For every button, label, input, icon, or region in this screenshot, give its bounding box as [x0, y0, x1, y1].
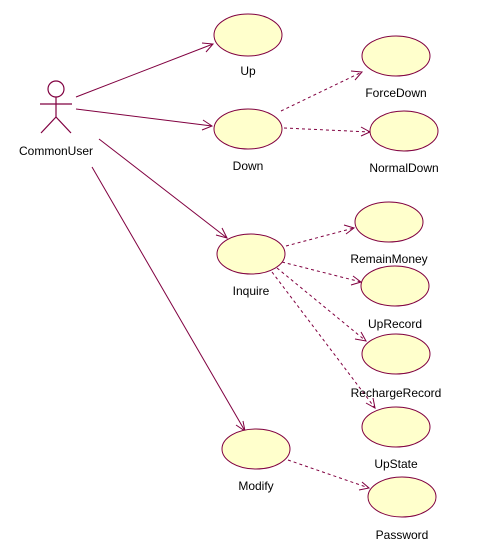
use-case-label: UpRecord [368, 317, 422, 331]
associations [75, 42, 246, 433]
dependencies [271, 70, 376, 491]
use-case-label: Down [233, 159, 264, 173]
use-case-label: Modify [238, 479, 273, 493]
use-case-recharge-record[interactable]: RechargeRecord [351, 333, 442, 400]
use-case-up-state[interactable]: UpState [361, 406, 431, 471]
dependency-up-record [281, 261, 363, 286]
use-case-ellipse [216, 233, 286, 275]
association-inquire [98, 138, 228, 239]
use-case-label: Password [376, 528, 429, 542]
use-case-ellipse [213, 13, 283, 57]
use-case-ellipse [213, 108, 283, 150]
dependency-normal-down [283, 126, 372, 137]
use-case-label: NormalDown [369, 161, 438, 175]
use-case-up[interactable]: Up [213, 13, 283, 78]
actor-right-leg [55, 116, 72, 134]
association-up [75, 42, 215, 98]
actor-left-leg [40, 116, 57, 134]
association-down [75, 108, 214, 131]
use-case-label: Inquire [233, 284, 270, 298]
use-case-force-down[interactable]: ForceDown [361, 35, 431, 100]
use-case-modify[interactable]: Modify [221, 428, 291, 493]
use-case-normal-down[interactable]: NormalDown [369, 110, 439, 175]
actor-common-user[interactable]: CommonUser [19, 80, 93, 158]
actor-label: CommonUser [19, 144, 93, 158]
use-case-ellipse [361, 406, 431, 448]
use-case-up-record[interactable]: UpRecord [360, 265, 430, 331]
dependency-force-down [280, 70, 364, 112]
use-case-ellipse [360, 265, 430, 307]
use-case-ellipse [369, 110, 439, 152]
use-case-ellipse [361, 35, 431, 77]
use-case-ellipse [221, 428, 291, 470]
dependency-recharge-record [276, 267, 367, 342]
use-case-remain-money[interactable]: RemainMoney [350, 201, 428, 266]
use-case-ellipse [361, 333, 431, 375]
dependency-up-state [271, 271, 376, 409]
use-case-down[interactable]: Down [213, 108, 283, 173]
use-case-label: ForceDown [365, 86, 426, 100]
use-case-ellipse [367, 476, 437, 518]
use-case-password[interactable]: Password [367, 476, 437, 542]
association-modify [91, 166, 246, 433]
use-case-label: Up [240, 64, 256, 78]
use-case-inquire[interactable]: Inquire [216, 233, 286, 298]
use-case-label: RechargeRecord [351, 386, 442, 400]
use-case-label: RemainMoney [350, 252, 427, 266]
dependency-remain-money [285, 224, 356, 247]
use-case-ellipse [354, 201, 424, 243]
dependency-password [287, 459, 371, 491]
actor-head [47, 80, 65, 98]
use-case-label: UpState [374, 457, 418, 471]
